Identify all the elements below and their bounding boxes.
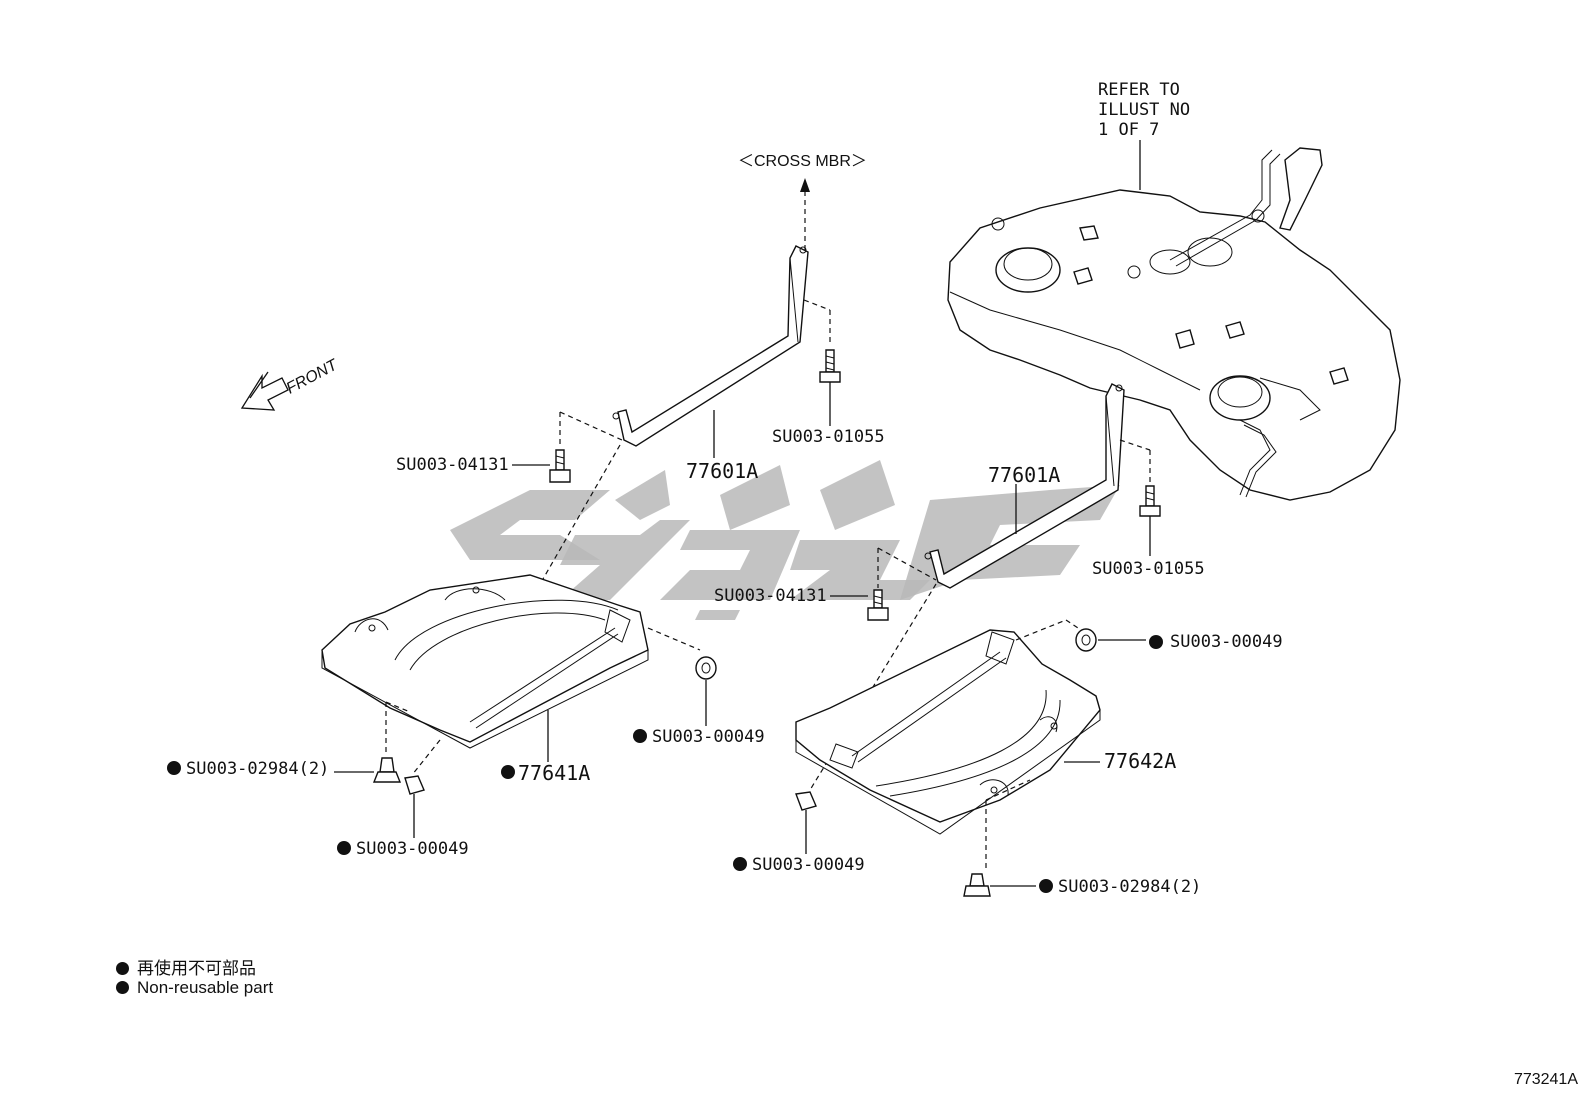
bolt-left-small-label: SU003-04131 (396, 455, 509, 475)
bolt-right-small-label: SU003-04131 (714, 586, 827, 606)
legend-en-text: Non-reusable part (137, 978, 274, 997)
legend-japanese: 再使用不可部品 (116, 954, 256, 979)
left-under-cover (321, 574, 701, 776)
nut-left-label: SU003-00049 (652, 727, 765, 747)
bolt-left-small (549, 449, 571, 483)
right-under-cover (795, 619, 1101, 870)
legend-jp-text: 再使用不可部品 (137, 959, 256, 978)
retainer-right-label: SU003-00049 (752, 855, 865, 875)
front-label: FRONT (284, 356, 342, 397)
retainer-left (404, 775, 425, 795)
retainer-right (795, 791, 817, 811)
clip-right-label: SU003-02984(2) (1058, 877, 1201, 897)
cover-right-label: 77642A (1104, 749, 1176, 773)
bracket-right-label: 77601A (988, 463, 1060, 487)
clip-left (372, 757, 402, 783)
cover-left-label: 77641A (518, 761, 590, 785)
bolt-left-top-label: SU003-01055 (772, 427, 885, 447)
bolt-right-top (1139, 485, 1161, 517)
bullet-icon (116, 962, 129, 975)
refer-line-3: 1 OF 7 (1098, 120, 1159, 140)
bracket-left-label: 77601A (686, 459, 758, 483)
retainer-left-label: SU003-00049 (356, 839, 469, 859)
clip-left-label: SU003-02984(2) (186, 759, 329, 779)
bolt-right-small (867, 589, 889, 621)
nut-left (695, 656, 717, 680)
bolt-left-top (819, 349, 841, 383)
refer-line-2: ILLUST NO (1098, 100, 1190, 120)
nut-right-label: SU003-00049 (1170, 632, 1283, 652)
clip-right (963, 873, 991, 897)
fuel-tank (947, 147, 1401, 501)
figure-number: 773241A (1513, 1071, 1578, 1088)
legend-english: Non-reusable part (116, 978, 273, 998)
refer-line-1: REFER TO (1098, 80, 1180, 100)
nut-right (1075, 628, 1097, 652)
front-direction-arrow: FRONT (240, 356, 342, 411)
bullet-icon (116, 981, 129, 994)
bolt-right-top-label: SU003-01055 (1092, 559, 1205, 579)
cross-mbr-label: ＜CROSS MBR＞ (738, 153, 867, 170)
cross-member-reference: ＜CROSS MBR＞ (738, 153, 867, 250)
